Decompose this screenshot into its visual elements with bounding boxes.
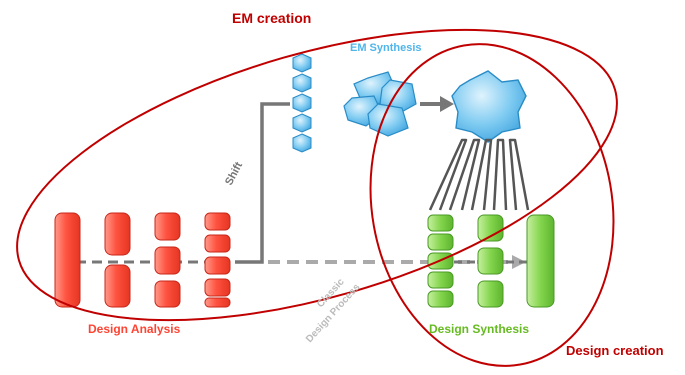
- em-creation-ellipse: [16, 28, 618, 322]
- fan-connector: [428, 138, 468, 211]
- fan-connectors: [428, 138, 530, 211]
- em-element: [292, 133, 312, 153]
- design-analysis-label: Design Analysis: [88, 322, 181, 336]
- shift-path: [235, 102, 290, 264]
- em-synthesis-label: EM Synthesis: [350, 42, 422, 54]
- em-arrow-head: [440, 96, 454, 112]
- analysis-block: [204, 212, 231, 231]
- em-creation-label: EM creation: [232, 10, 311, 26]
- fan-connector: [448, 138, 481, 211]
- analysis-block: [104, 212, 131, 256]
- analysis-block: [204, 256, 231, 275]
- design-analysis-blocks: [54, 212, 231, 308]
- analysis-block: [54, 212, 81, 308]
- em-result-shape: [451, 70, 527, 143]
- em-element: [292, 53, 312, 73]
- connectors: [60, 96, 528, 269]
- synthesis-block: [427, 271, 454, 289]
- synthesis-block: [427, 233, 454, 251]
- synthesis-block: [427, 214, 454, 232]
- fan-connector: [508, 138, 530, 211]
- em-element: [292, 93, 312, 113]
- em-element: [292, 73, 312, 93]
- fan-connector: [470, 138, 493, 211]
- design-creation-ellipse: [369, 43, 615, 367]
- analysis-block: [204, 278, 231, 297]
- analysis-block: [154, 212, 181, 241]
- synthesis-block: [526, 214, 555, 308]
- em-cluster-shape: [367, 103, 409, 137]
- analysis-block: [104, 264, 131, 308]
- design-creation-label: Design creation: [566, 343, 664, 358]
- synthesis-block: [477, 280, 504, 308]
- shift-label: Shift: [223, 160, 245, 188]
- em-synthesis-cluster: [343, 71, 417, 137]
- analysis-block: [204, 297, 231, 308]
- synthesis-block: [427, 290, 454, 308]
- em-element: [292, 113, 312, 133]
- analysis-block: [204, 234, 231, 253]
- synthesis-block: [477, 247, 504, 275]
- analysis-block: [154, 280, 181, 308]
- analysis-block: [154, 246, 181, 275]
- synthesis-block: [477, 214, 504, 242]
- em-element-chain: [292, 53, 312, 153]
- design-synthesis-label: Design Synthesis: [429, 322, 529, 336]
- fan-connector: [492, 138, 508, 211]
- design-synthesis-blocks: [427, 214, 555, 308]
